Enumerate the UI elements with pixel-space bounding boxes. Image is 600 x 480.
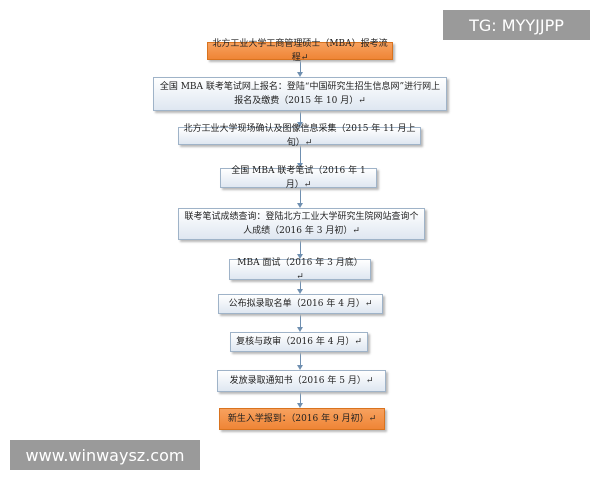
flow-step-onsite-confirmation: 北方工业大学现场确认及图像信息采集（2015 年 11 月上旬）↵ <box>178 124 421 148</box>
connector <box>300 60 301 72</box>
connector <box>300 188 301 203</box>
flow-step-review: 复核与政审（2016 年 4 月）↵ <box>230 332 368 352</box>
arrow-icon <box>297 163 303 168</box>
flow-title: 北方工业大学工商管理硕士（MBA）报考流程↵ <box>207 39 393 63</box>
flow-step-score-query: 联考笔试成绩查询：登陆北方工业大学研究生院网站查询个人成绩（2016 年 3 月… <box>178 208 425 240</box>
connector <box>300 352 301 365</box>
watermark-top-right: TG: MYYJJPP <box>443 10 590 40</box>
connector <box>300 240 301 254</box>
connector <box>300 111 301 122</box>
flow-step-admission-notice: 发放录取通知书（2016 年 5 月）↵ <box>217 370 386 392</box>
flow-step-online-registration: 全国 MBA 联考笔试网上报名：登陆“中国研究生招生信息网”进行网上报名及缴费（… <box>153 77 447 111</box>
connector <box>300 145 301 163</box>
connector <box>300 392 301 403</box>
arrow-icon <box>297 254 303 259</box>
arrow-icon <box>297 289 303 294</box>
watermark-bottom-left: www.winwaysz.com <box>10 440 200 470</box>
arrow-icon <box>297 72 303 77</box>
arrow-icon <box>297 203 303 208</box>
arrow-icon <box>297 327 303 332</box>
flow-final-enrollment: 新生入学报到：（2016 年 9 月初）↵ <box>219 408 385 430</box>
flow-step-interview: MBA 面试（2016 年 3 月底）↵ <box>229 258 371 282</box>
flow-step-admission-list: 公布拟录取名单（2016 年 4 月）↵ <box>218 294 383 314</box>
flow-step-written-exam: 全国 MBA 联考笔试（2016 年 1 月）↵ <box>220 166 377 190</box>
arrow-icon <box>297 403 303 408</box>
arrow-icon <box>297 122 303 127</box>
connector <box>300 280 301 289</box>
arrow-icon <box>297 365 303 370</box>
connector <box>300 314 301 327</box>
